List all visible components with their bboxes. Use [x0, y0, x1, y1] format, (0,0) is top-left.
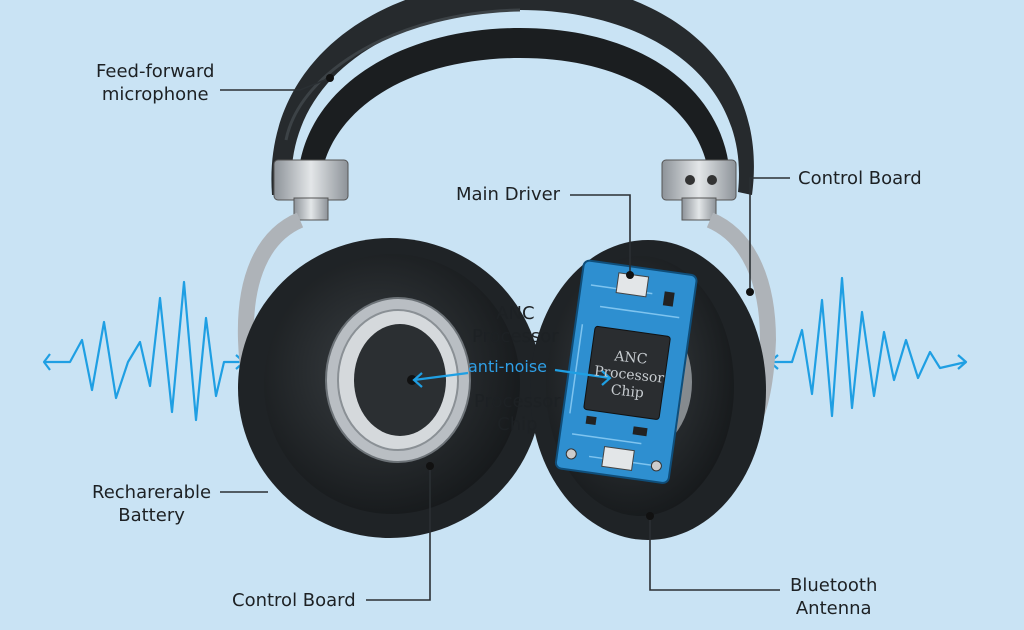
label-anti-noise: anti-noise	[468, 357, 547, 376]
label-processor-chip-line-2: Chip	[497, 414, 538, 435]
control-board-pcb	[554, 259, 698, 484]
label-anc-line-1: ANC	[496, 303, 535, 324]
anti-noise-arrow	[412, 368, 612, 388]
label-anc-line-2: Processor	[472, 326, 559, 347]
label-main-driver: Main Driver	[456, 184, 561, 205]
leader-dots	[326, 74, 754, 520]
left-sound-wave	[42, 280, 246, 422]
chip-marking-line-3: Chip	[609, 382, 645, 402]
label-battery-line-1: Recharerable	[92, 482, 212, 503]
label-control-board-bottom: Control Board	[232, 590, 356, 611]
label-feedforward-microphone: Feed-forward microphone	[96, 60, 214, 106]
left-ear-cup	[238, 238, 542, 538]
right-sound-wave	[768, 276, 968, 418]
leader-lines	[220, 77, 790, 601]
chip-marking: ANC Processor Chip	[582, 345, 677, 405]
label-bluetooth-antenna: Bluetooth Antenna	[790, 574, 877, 620]
label-bluetooth-line-1: Bluetooth	[790, 575, 878, 596]
label-anc-processor: ANC Processor	[472, 302, 559, 348]
label-rechargeable-battery: Recharerable Battery	[92, 481, 211, 527]
label-feedforward-line-2: microphone	[101, 84, 209, 105]
label-processor-chip-line-1: Processor	[474, 391, 561, 412]
label-feedforward-line-1: Feed-forward	[96, 61, 215, 82]
label-processor-chip: Processor Chip	[474, 390, 561, 436]
label-battery-line-2: Battery	[118, 505, 185, 526]
headband	[271, 0, 754, 195]
label-control-board-right: Control Board	[798, 168, 922, 189]
label-bluetooth-line-2: Antenna	[795, 598, 872, 619]
chip-marking-line-1: ANC	[613, 348, 649, 368]
